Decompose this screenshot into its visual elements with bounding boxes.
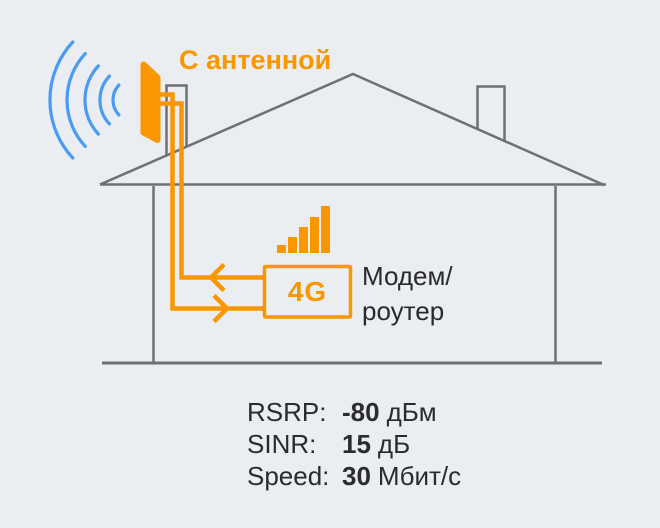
stat-label: Speed: <box>247 461 330 491</box>
signal-waves-icon <box>48 40 121 160</box>
modem-4g-label: 4G <box>287 275 328 307</box>
arrow-right-icon <box>212 293 231 324</box>
stat-value: 30 <box>342 461 371 491</box>
stat-label: SINR: <box>247 429 317 459</box>
cable-download <box>155 92 266 311</box>
roof-slopes <box>99 72 605 187</box>
panel-antenna-icon <box>140 61 161 143</box>
diagram-title: С антенной <box>179 45 332 75</box>
cable-upload <box>155 101 266 280</box>
modem-router-box <box>262 264 353 319</box>
signal-strength-bars-icon <box>277 206 330 253</box>
mast-pole <box>165 84 188 156</box>
arrow-left-icon <box>207 262 226 293</box>
coax-cables <box>155 92 266 324</box>
stat-unit: Мбит/с <box>377 461 462 491</box>
stat-value: -80 <box>342 397 380 427</box>
stat-unit: дБм <box>386 397 437 427</box>
stat-value: 15 <box>342 429 371 459</box>
stat-unit: дБ <box>377 429 411 459</box>
house-outline <box>99 72 606 365</box>
modem-router-caption: Модем/ роутер <box>362 261 453 326</box>
chimney <box>476 85 506 142</box>
stat-label: RSRP: <box>247 397 327 427</box>
